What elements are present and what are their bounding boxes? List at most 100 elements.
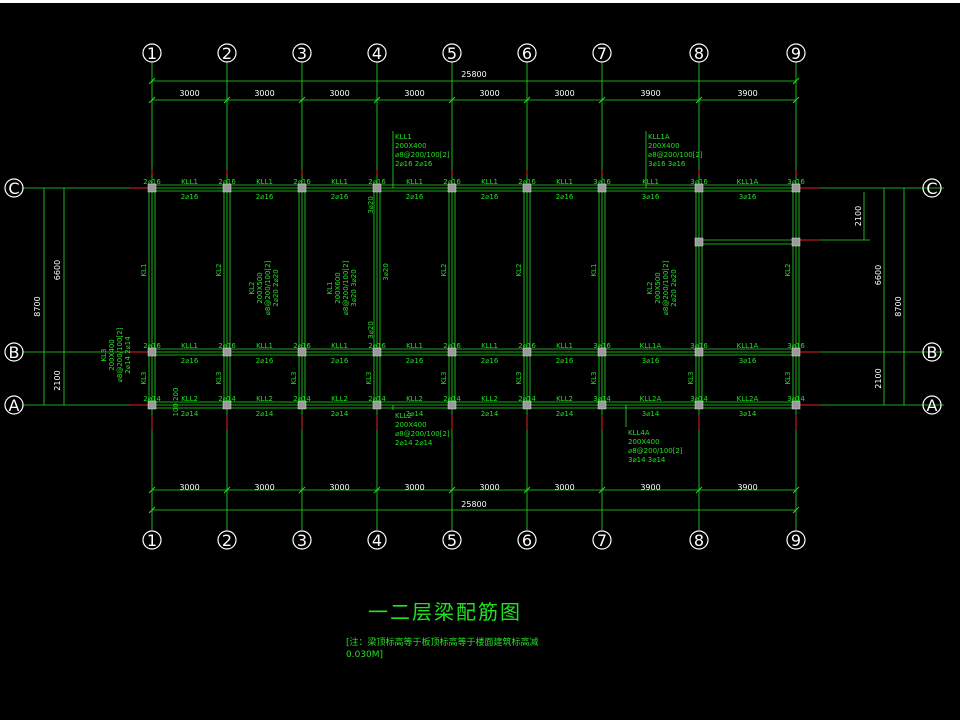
callout-kl2-col3-line-0: KL2	[248, 282, 256, 295]
tick-ov-bot-r	[792, 506, 800, 514]
row-b-top-9: 3⌀16	[787, 342, 805, 350]
row-c-name-4: KLL1	[406, 178, 423, 186]
column-6-2	[522, 400, 532, 410]
axis-bottom-7-circle	[592, 530, 612, 550]
callout-kl2-col3-line-2: ⌀8@200/100[2]	[264, 260, 272, 315]
column-1-0	[147, 183, 157, 193]
row-a-top-4: 2⌀14	[368, 395, 386, 403]
tick-ov-top-l	[148, 77, 156, 85]
column-8-2	[694, 400, 704, 410]
axis-right-A-circle	[922, 395, 942, 415]
tick-bot-8	[792, 486, 800, 494]
axis-left-A-label: A	[9, 396, 20, 415]
tick-top-3	[373, 96, 381, 104]
callout-kl2-col7-line-3: 2⌀20 2⌀20	[670, 269, 678, 306]
tick-top-8	[792, 96, 800, 104]
axis-top-8-circle	[689, 43, 709, 63]
axis-top-3-circle	[292, 43, 312, 63]
column-9-mid	[791, 237, 801, 247]
row-a-top-3: 2⌀14	[293, 395, 311, 403]
span-dim-top-1: 3000	[179, 89, 199, 98]
vbeam-col4-mid: 3⌀20	[382, 263, 390, 281]
callout-kl2-col7-line-2: ⌀8@200/100[2]	[662, 260, 670, 315]
callout-kl2-col3-line-1: 200X500	[256, 272, 264, 304]
tick-bot-2	[298, 486, 306, 494]
row-a-bottom-4: 2⌀14	[406, 410, 424, 418]
span-dim-bottom-5: 3000	[479, 483, 499, 492]
tick-top-7	[695, 96, 703, 104]
drawing-note: [注：梁顶标高等于板顶标高等于楼面建筑标高减 0.030M]	[346, 637, 539, 661]
axis-top-9-circle	[786, 43, 806, 63]
span-dim-bottom-1: 3000	[179, 483, 199, 492]
row-b-top-2: 2⌀16	[218, 342, 236, 350]
axis-bottom-8-circle	[689, 530, 709, 550]
tick-bot-0	[148, 486, 156, 494]
column-3-0	[297, 183, 307, 193]
callout-kll2-line-0: KLL2	[395, 412, 412, 420]
row-b-top-7: 3⌀16	[593, 342, 611, 350]
row-a-name-7: KLL2A	[640, 395, 662, 403]
column-4-2	[372, 400, 382, 410]
axis-left-B-circle	[4, 342, 24, 362]
span-dim-top-3: 3000	[329, 89, 349, 98]
row-b-name-3: KLL1	[331, 342, 348, 350]
callout-kll1-line-3: 2⌀16 2⌀16	[395, 160, 433, 168]
row-c-bottom-1: 2⌀16	[181, 193, 199, 201]
tick-bot-3	[373, 486, 381, 494]
axis-bottom-1-circle	[142, 530, 162, 550]
column-5-0	[447, 183, 457, 193]
callout-kl3-left-line-3: 2⌀14 2⌀14	[124, 336, 132, 374]
row-a-name-2: KLL2	[256, 395, 273, 403]
row-b-top-1: 2⌀16	[143, 342, 161, 350]
dim-cut-right: 2100	[854, 206, 863, 226]
row-c-name-5: KLL1	[481, 178, 498, 186]
row-c-top-5: 2⌀16	[443, 178, 461, 186]
row-a-top-5: 2⌀14	[443, 395, 461, 403]
column-3-2	[297, 400, 307, 410]
callout-kll1-line-2: ⌀8@200/100[2]	[395, 151, 450, 159]
axis-top-2-label: 2	[222, 44, 232, 63]
column-4-0	[372, 183, 382, 193]
row-c-name-2: KLL1	[256, 178, 273, 186]
span-dim-bottom-6: 3000	[554, 483, 574, 492]
tick-bot-7	[695, 486, 703, 494]
column-9-0	[791, 183, 801, 193]
dim-cb-right: 6600	[874, 265, 883, 285]
row-a-name-5: KLL2	[481, 395, 498, 403]
axis-bottom-2-circle	[217, 530, 237, 550]
axis-bottom-3-circle	[292, 530, 312, 550]
column-5-1	[447, 347, 457, 357]
note-line-2: 0.030M]	[346, 650, 384, 660]
tick-bot-5	[523, 486, 531, 494]
row-a-bottom-6: 2⌀14	[556, 410, 574, 418]
callout-kl3-left-line-0: KL3	[100, 349, 108, 362]
vbeam-ba-8: KL3	[687, 372, 695, 385]
tick-top-2	[298, 96, 306, 104]
column-3-1	[297, 347, 307, 357]
callout-kll4a-line-3: 3⌀14 3⌀14	[628, 456, 666, 464]
axis-top-1-circle	[142, 43, 162, 63]
axis-top-1-label: 1	[147, 44, 157, 63]
overall-length-bottom: 25800	[461, 500, 486, 509]
axis-bottom-4-circle	[367, 530, 387, 550]
span-dim-bottom-4: 3000	[404, 483, 424, 492]
row-a-top-6: 2⌀14	[518, 395, 536, 403]
callout-kl3-left-line-2: ⌀8@200/100[2]	[116, 327, 124, 382]
row-c-bottom-8: 3⌀16	[739, 193, 757, 201]
axis-bottom-7-label: 7	[597, 531, 607, 550]
row-b-top-8: 3⌀16	[690, 342, 708, 350]
tick-bot-4	[448, 486, 456, 494]
row-c-bottom-2: 2⌀16	[256, 193, 274, 201]
axis-right-B-label: B	[927, 343, 938, 362]
row-c-bottom-6: 2⌀16	[556, 193, 574, 201]
span-dim-top-7: 3900	[640, 89, 660, 98]
axis-right-C-circle	[922, 178, 942, 198]
axis-top-5-label: 5	[447, 44, 457, 63]
callout-kll4a-line-1: 200X400	[628, 438, 660, 446]
span-dim-bottom-2: 3000	[254, 483, 274, 492]
column-2-2	[222, 400, 232, 410]
row-c-name-8: KLL1A	[737, 178, 759, 186]
row-c-top-9: 3⌀16	[787, 178, 805, 186]
column-4-1	[372, 347, 382, 357]
row-c-top-4: 2⌀16	[368, 178, 386, 186]
